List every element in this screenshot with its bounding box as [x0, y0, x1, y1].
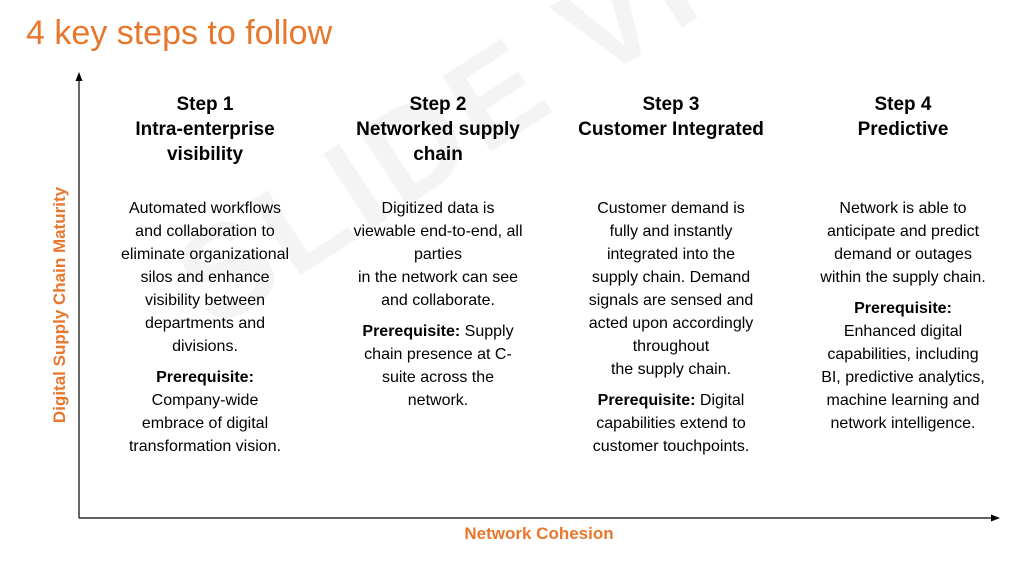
step-4-prereq-line: BI, predictive analytics,	[821, 369, 985, 386]
step-1-desc-line: silos and enhance	[140, 269, 270, 286]
step-3-desc-line: throughout	[632, 338, 710, 355]
step-1-desc-line: divisions.	[172, 338, 238, 355]
step-2-name-line: chain	[413, 144, 463, 165]
step-4-prereq-label: Prerequisite:	[854, 300, 952, 317]
step-2-desc-line: Digitized data is	[381, 200, 495, 217]
step-3-name-line: Customer Integrated	[578, 119, 764, 140]
step-1-heading: Step 1 Intra-enterprise visibility	[100, 92, 310, 167]
step-4-desc-line: within the supply chain.	[820, 269, 986, 286]
step-1-prereq-label: Prerequisite:	[156, 369, 254, 386]
step-3-desc-line: supply chain. Demand	[591, 269, 751, 286]
step-3-number: Step 3	[642, 94, 700, 115]
step-1-desc-line: and collaboration to	[135, 223, 275, 240]
step-2-description: Digitized data is viewable end-to-end, a…	[333, 197, 543, 312]
step-4-prerequisite: Prerequisite: Enhanced digital capabilit…	[798, 297, 1008, 435]
step-3-prereq-first-line: Prerequisite: Digital	[566, 389, 776, 412]
step-1-prereq-line: transformation vision.	[128, 438, 282, 455]
step-4-number: Step 4	[874, 94, 932, 115]
step-3-desc-line: signals are sensed and	[588, 292, 754, 309]
step-4-desc-line: demand or outages	[834, 246, 972, 263]
y-axis-arrow	[75, 72, 83, 81]
step-2-prereq-first-text: Supply	[460, 323, 514, 340]
step-2-prerequisite: Prerequisite: Supply chain presence at C…	[333, 320, 543, 412]
step-1-desc-line: departments and	[144, 315, 266, 332]
x-axis-arrow	[991, 514, 1000, 522]
step-1-desc-line: Automated workflows	[128, 200, 282, 217]
step-2-prereq-line: suite across the	[381, 369, 495, 386]
step-3-description: Customer demand is fully and instantly i…	[566, 197, 776, 381]
step-4-heading: Step 4 Predictive	[798, 92, 1008, 142]
step-2-prereq-label: Prerequisite:	[362, 323, 461, 340]
step-1-number: Step 1	[176, 94, 234, 115]
step-2-number: Step 2	[409, 94, 467, 115]
step-1-name-line: visibility	[166, 144, 244, 165]
step-2-name-line: Networked supply	[356, 119, 520, 140]
step-1-description: Automated workflows and collaboration to…	[100, 197, 310, 358]
step-2-desc-line: in the network can see	[357, 269, 519, 286]
step-2-prereq-line: chain presence at C-	[364, 346, 512, 363]
step-4-desc-line: Network is able to	[839, 200, 967, 217]
step-2-column: Step 2 Networked supply chain Digitized …	[333, 92, 543, 412]
step-3-desc-line: fully and instantly	[609, 223, 733, 240]
step-4-column: Step 4 Predictive Network is able to ant…	[798, 92, 1008, 435]
step-3-prerequisite: Prerequisite: Digital capabilities exten…	[566, 389, 776, 458]
step-3-prereq-first-text: Digital	[695, 392, 745, 409]
step-2-prereq-first-line: Prerequisite: Supply	[333, 320, 543, 343]
step-3-desc-line: Customer demand is	[597, 200, 745, 217]
step-1-prerequisite: Prerequisite: Company-wide embrace of di…	[100, 366, 310, 458]
step-1-desc-line: visibility between	[144, 292, 266, 309]
step-2-desc-line: and collaborate.	[381, 292, 495, 309]
step-4-name-line: Predictive	[857, 119, 949, 140]
step-4-prereq-line: capabilities, including	[827, 346, 979, 363]
step-3-prereq-line: capabilities extend to	[596, 415, 746, 432]
step-1-column: Step 1 Intra-enterprise visibility Autom…	[100, 92, 310, 458]
step-4-prereq-line: Enhanced digital	[843, 323, 963, 340]
step-1-prereq-line: Company-wide	[151, 392, 259, 409]
y-axis-label: Digital Supply Chain Maturity	[50, 186, 69, 424]
step-2-desc-line: viewable end-to-end, all	[353, 223, 523, 240]
step-2-prereq-line: network.	[407, 392, 469, 409]
step-3-desc-line: integrated into the	[606, 246, 736, 263]
step-3-desc-line: the supply chain.	[610, 361, 732, 378]
slide-title: 4 key steps to follow	[26, 14, 333, 52]
step-3-heading: Step 3 Customer Integrated	[566, 92, 776, 142]
step-1-prereq-line: embrace of digital	[141, 415, 269, 432]
step-1-desc-line: eliminate organizational	[120, 246, 290, 263]
step-4-prereq-line: network intelligence.	[830, 415, 976, 432]
step-2-heading: Step 2 Networked supply chain	[333, 92, 543, 167]
step-3-prereq-line: customer touchpoints.	[592, 438, 750, 455]
step-4-prereq-line: machine learning and	[826, 392, 980, 409]
step-2-desc-line: parties	[413, 246, 463, 263]
step-3-prereq-label: Prerequisite:	[597, 392, 696, 409]
x-axis-label: Network Cohesion	[464, 524, 614, 543]
step-4-desc-line: anticipate and predict	[826, 223, 980, 240]
step-3-desc-line: acted upon accordingly	[588, 315, 754, 332]
step-1-name-line: Intra-enterprise	[135, 119, 275, 140]
step-3-column: Step 3 Customer Integrated Customer dema…	[566, 92, 776, 458]
step-4-description: Network is able to anticipate and predic…	[798, 197, 1008, 289]
